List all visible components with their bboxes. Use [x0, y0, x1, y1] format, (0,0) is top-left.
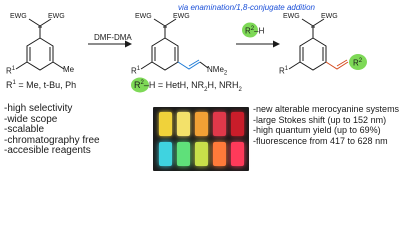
- vial-uv-fluorescence: [231, 142, 244, 166]
- vial-daylight: [231, 112, 244, 136]
- properties-list: -new alterable merocyanine systems -larg…: [253, 104, 399, 146]
- mechanism-note: via enamination/1,8-conjugate addition: [178, 3, 315, 12]
- scheme-drawing: [15, 18, 367, 93]
- methyl-label: Me: [63, 65, 75, 74]
- arrow-step1: [88, 40, 132, 48]
- list-item: -large Stokes shift (up to 152 nm): [253, 114, 387, 125]
- ewg-label: EWG: [135, 13, 152, 20]
- list-item: -new alterable merocyanine systems: [253, 104, 399, 114]
- list-item: -high quantum yield (up to 69%): [253, 125, 381, 135]
- pyran-starting-material: [15, 18, 65, 71]
- list-item: -wide scope: [4, 113, 58, 125]
- r1-definition: R1 = Me, t-Bu, Ph: [6, 80, 77, 90]
- vial-uv-fluorescence: [159, 142, 172, 166]
- vial-daylight: [159, 112, 172, 136]
- r2-highlight-product: [349, 54, 367, 70]
- r2-product-label: R2: [353, 58, 363, 68]
- r1-label: R1: [131, 66, 141, 76]
- nme2-label: NMe2: [207, 65, 228, 77]
- vial-uv-fluorescence: [195, 142, 208, 166]
- ewg-label: EWG: [173, 13, 190, 20]
- vial-uv-fluorescence: [177, 142, 190, 166]
- advantages-list: -high selectivity -wide scope -scalable …: [4, 103, 100, 157]
- ewg-label: EWG: [321, 13, 338, 20]
- reaction-scheme: via enamination/1,8-conjugate addition E…: [4, 3, 399, 171]
- arrow-step2: [236, 40, 280, 48]
- ewg-label: EWG: [283, 13, 300, 20]
- reagent-dmf-dma: DMF-DMA: [94, 33, 132, 42]
- list-item: -high selectivity: [4, 103, 73, 114]
- list-item: -chromatography free: [4, 134, 100, 146]
- r2-definition: R2–H = HetH, NR2H, NRH2: [134, 80, 242, 93]
- fluorescence-vials-photo: [153, 107, 249, 171]
- vial-daylight: [195, 112, 208, 136]
- pyran-enamine: [140, 18, 209, 71]
- list-item: -accesible reagents: [4, 145, 91, 156]
- ewg-label: EWG: [48, 13, 65, 20]
- ewg-label: EWG: [10, 13, 27, 20]
- vial-daylight: [213, 112, 226, 136]
- r1-label: R1: [6, 66, 16, 76]
- r2-highlight-definition: [131, 77, 149, 93]
- r1-label: R1: [279, 66, 289, 76]
- vial-daylight: [177, 112, 190, 136]
- list-item: -fluorescence from 417 to 628 nm: [253, 135, 388, 146]
- r2-reagent-label: R2–H: [245, 26, 265, 36]
- pyran-product: [288, 18, 349, 71]
- list-item: -scalable: [4, 124, 45, 135]
- vial-uv-fluorescence: [213, 142, 226, 166]
- r2-highlight-reagent: [242, 22, 258, 38]
